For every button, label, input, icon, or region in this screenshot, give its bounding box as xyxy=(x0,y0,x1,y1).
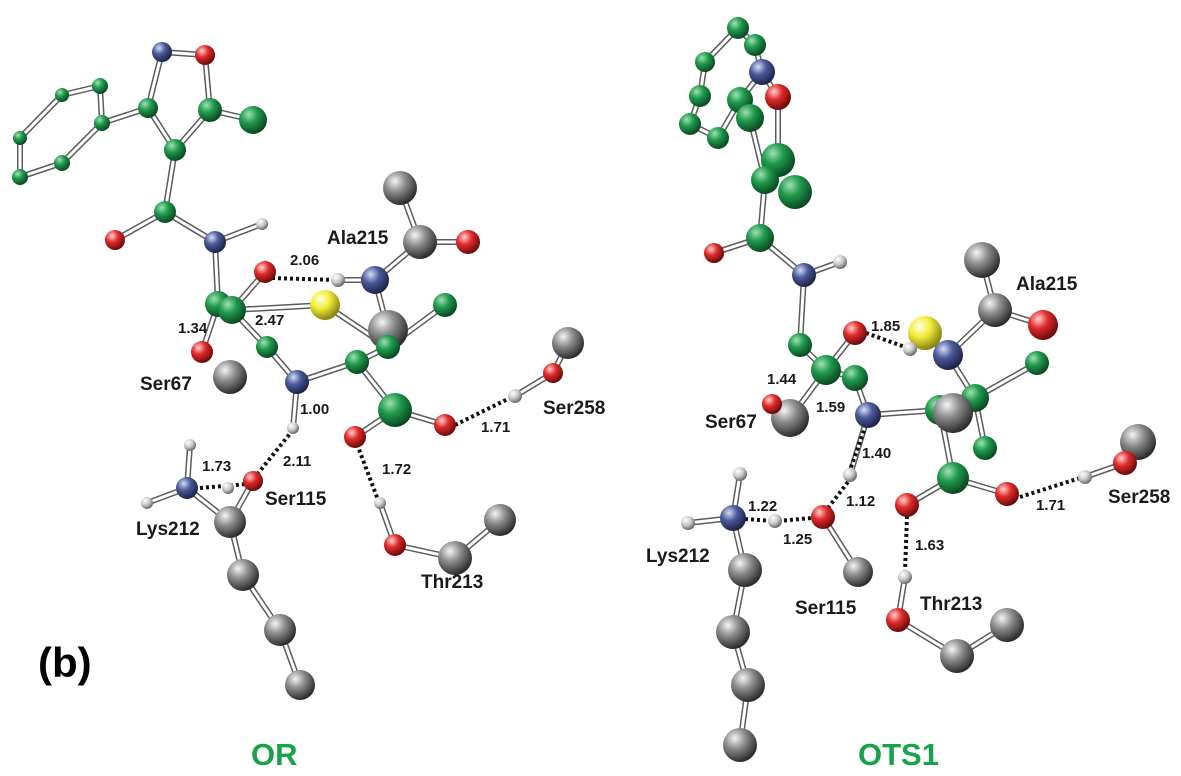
ots1-label-lys212: Lys212 xyxy=(646,546,710,567)
ots1-label-ser67: Ser67 xyxy=(705,412,757,433)
or-dist-6: 1.73 xyxy=(202,458,231,475)
ots1-dist-7: 1.12 xyxy=(846,493,875,510)
or-label-ser258: Ser258 xyxy=(543,398,605,419)
ots1-distance-labels: 1.85 1.44 1.59 1.40 1.22 1.25 1.12 1.71 … xyxy=(748,318,1065,554)
ots1-dist-5: 1.22 xyxy=(748,498,777,515)
ots1-dist-1: 1.85 xyxy=(871,318,900,335)
ots1-bonds xyxy=(685,25,1141,748)
or-dist-2: 1.34 xyxy=(178,320,208,337)
ots1-dist-4: 1.40 xyxy=(862,445,891,462)
ots1-label-ser115: Ser115 xyxy=(795,598,857,619)
ots1-label-ser258: Ser258 xyxy=(1108,487,1170,508)
or-atoms xyxy=(12,42,584,700)
or-label-ser67: Ser67 xyxy=(140,374,192,395)
panel-ots1: Ala215 Ser67 Ser258 Lys212 Ser115 Thr213… xyxy=(646,17,1170,772)
or-dist-1: 2.06 xyxy=(290,252,319,269)
or-residue-labels: Ala215 Ser67 Ser258 Ser115 Lys212 Thr213 xyxy=(136,228,605,593)
ots1-dist-6: 1.25 xyxy=(783,531,812,548)
or-dist-4: 1.00 xyxy=(300,401,329,418)
or-dist-7: 2.11 xyxy=(283,453,311,470)
ots1-atoms xyxy=(679,17,1156,762)
or-title: OR xyxy=(251,737,298,772)
or-distance-labels: 2.06 1.34 2.47 1.00 1.71 1.73 2.11 1.72 xyxy=(178,252,510,478)
ots1-residue-labels: Ala215 Ser67 Ser258 Lys212 Ser115 Thr213 xyxy=(646,274,1170,619)
or-label-thr213: Thr213 xyxy=(421,572,483,593)
panel-letter: (b) xyxy=(38,639,92,686)
ots1-hbonds xyxy=(744,331,1081,573)
ots1-dist-2: 1.44 xyxy=(767,371,797,388)
ots1-dist-3: 1.59 xyxy=(816,399,845,416)
or-dist-8: 1.72 xyxy=(382,461,411,478)
or-label-lys212: Lys212 xyxy=(136,519,200,540)
ots1-label-thr213: Thr213 xyxy=(920,594,982,615)
or-bonds xyxy=(17,49,571,688)
or-label-ser115: Ser115 xyxy=(265,489,327,510)
panel-or: Ala215 Ser67 Ser258 Ser115 Lys212 Thr213… xyxy=(12,42,605,772)
ots1-dist-8: 1.71 xyxy=(1036,497,1065,514)
or-label-ala215: Ala215 xyxy=(327,228,389,249)
ots1-dist-9: 1.63 xyxy=(915,537,944,554)
or-dist-3: 2.47 xyxy=(255,312,284,329)
or-hbonds xyxy=(199,276,511,501)
or-dist-5: 1.71 xyxy=(481,419,510,436)
ots1-label-ala215: Ala215 xyxy=(1016,274,1078,295)
ots1-title: OTS1 xyxy=(858,737,939,772)
